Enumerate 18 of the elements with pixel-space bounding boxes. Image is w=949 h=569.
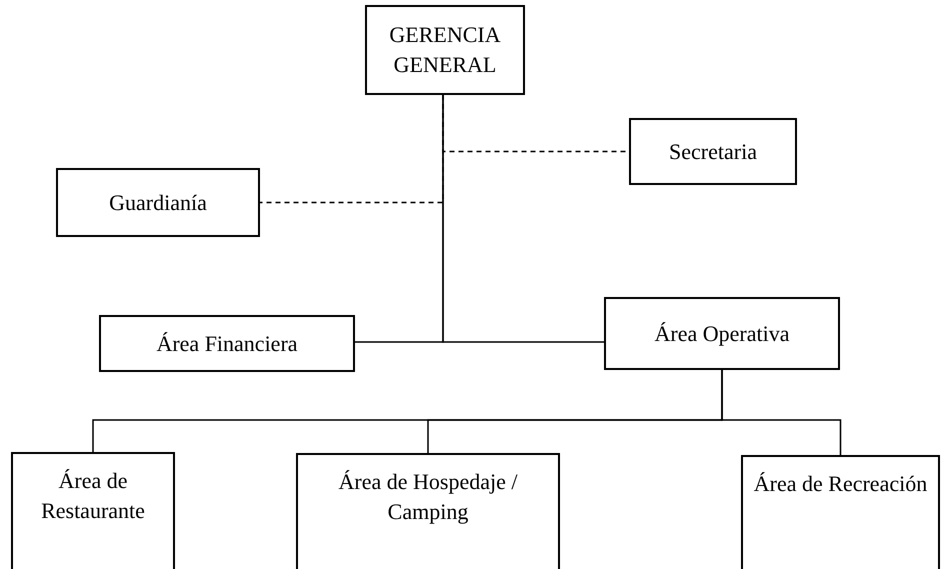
dashed-connector [260,95,444,204]
org-box [99,315,355,372]
org-box [56,168,260,237]
box-label: Área de Hospedaje / Camping [338,468,518,526]
box-label: Secretaria [669,138,757,166]
connector-line [721,370,842,455]
org-box [296,453,560,569]
box-label: Área de Recreación [754,470,928,498]
org-box [365,5,525,95]
box-label: Área de Restaurante [40,467,146,525]
box-label: Área Operativa [654,320,790,348]
org-box [629,118,797,185]
box-label: Área Financiera [156,330,298,358]
org-box [604,297,840,370]
box-label: GERENCIA GENERAL [388,21,502,79]
org-box [741,455,940,569]
box-label: Guardianía [109,188,207,216]
org-box [11,452,175,569]
